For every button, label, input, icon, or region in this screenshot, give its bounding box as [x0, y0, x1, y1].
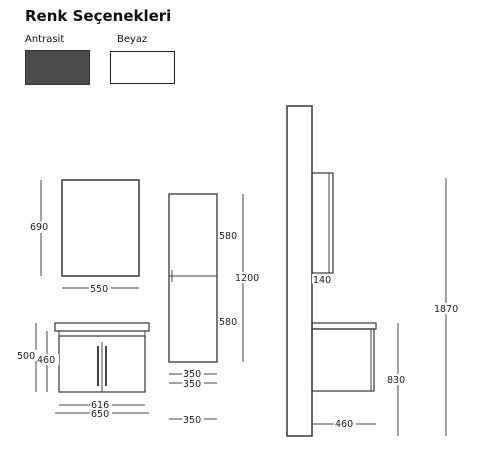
mirror-cabinet — [61, 179, 140, 277]
dim-tall-width-2: 350 — [183, 379, 201, 390]
side-base-top — [311, 322, 377, 330]
dim-tall-total: 1200 — [235, 273, 259, 284]
dim-side-base-height: 830 — [387, 375, 405, 386]
dim-tall-upper: 580 — [219, 231, 237, 242]
dim-side-base-depth: 460 — [335, 419, 353, 430]
dim-mirror-height: 690 — [30, 222, 48, 233]
dim-base-outer-height: 500 — [17, 351, 35, 362]
dim-side-total-height: 1870 — [434, 304, 458, 315]
color-swatch-beyaz[interactable] — [110, 51, 175, 84]
side-mirror-cabinet — [311, 172, 334, 274]
dim-base-body-width: 616 — [91, 400, 109, 411]
color-swatch-antrasit[interactable] — [25, 50, 90, 85]
dim-mirror-width: 550 — [90, 284, 108, 295]
base-cabinet-top — [54, 322, 150, 332]
color-label-beyaz: Beyaz — [117, 34, 148, 45]
side-base-body — [311, 328, 375, 392]
page-title: Renk Seçenekleri — [25, 7, 172, 25]
dim-side-cabinet-depth: 140 — [313, 275, 331, 286]
tall-cabinet — [168, 193, 218, 363]
color-label-antrasit: Antrasit — [25, 34, 65, 45]
dim-base-body-height: 460 — [37, 355, 55, 366]
dim-tall-lower: 580 — [219, 317, 237, 328]
dim-tall-width-1: 350 — [183, 369, 201, 380]
dim-tall-depth: 350 — [183, 415, 201, 426]
wall-section — [286, 105, 313, 437]
dim-base-outer-width: 650 — [91, 409, 109, 420]
